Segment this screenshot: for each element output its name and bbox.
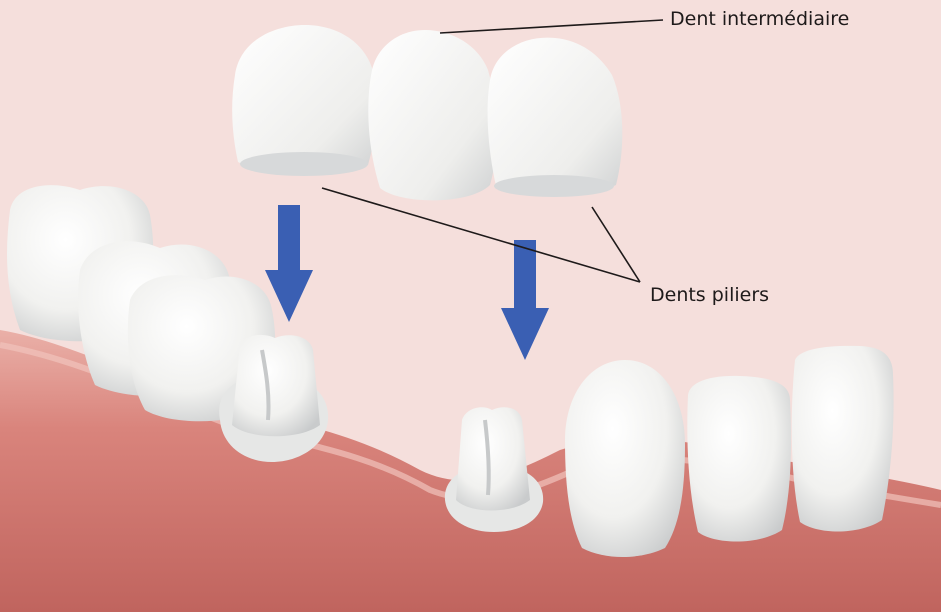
abutment-right (444, 407, 544, 532)
crown-right (487, 37, 623, 197)
arrow-down-icon (501, 240, 549, 360)
right-teeth (565, 345, 894, 557)
crown-left (232, 25, 378, 175)
leader-pontic (439, 19, 664, 34)
crown-left-opening (240, 152, 368, 176)
crown-right-opening (494, 175, 614, 197)
label-pontic: Dent intermédiaire (670, 8, 850, 30)
leader-lines (321, 19, 664, 283)
canine (565, 360, 685, 557)
leader-abutment-right (591, 206, 641, 283)
lateral-incisor (687, 375, 792, 542)
arrow-down-icon (265, 205, 313, 322)
label-abutments: Dents piliers (650, 284, 770, 306)
leader-abutment-left (321, 187, 641, 283)
abutment-left (219, 334, 329, 462)
bridge (232, 25, 623, 201)
crown-pontic (368, 30, 497, 201)
gum (0, 330, 941, 612)
central-incisor (791, 345, 894, 532)
